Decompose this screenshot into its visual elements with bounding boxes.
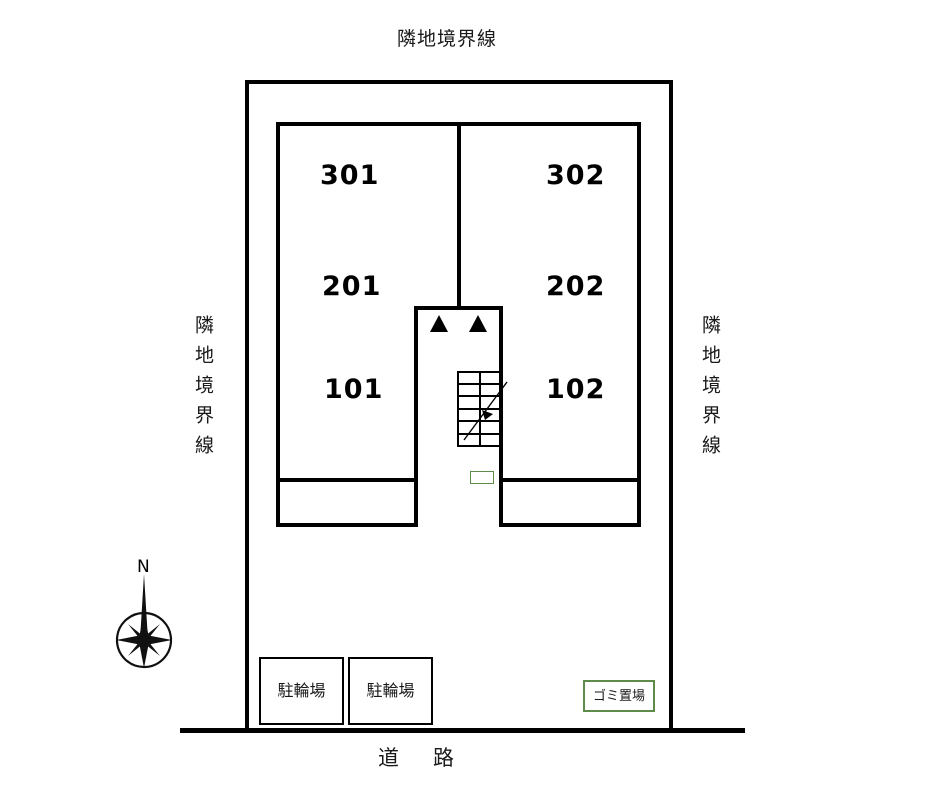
unit-102-label: 102 (546, 374, 606, 405)
right-boundary-label: 隣地境界線 (699, 315, 721, 465)
entry-arrow-right-icon (469, 315, 487, 332)
right-wing-bottom-wall (499, 523, 641, 527)
site-boundary-right (669, 80, 673, 728)
unit-101-label: 101 (324, 374, 384, 405)
right-wing-entry-divider (499, 478, 641, 482)
road-line (180, 728, 745, 733)
left-wing-left-wall (276, 122, 280, 527)
right-wing-right-wall (637, 122, 641, 527)
unit-201-label: 201 (322, 271, 382, 302)
road-label: 道路 (378, 746, 488, 770)
stair-tread (457, 383, 503, 385)
left-boundary-label: 隣地境界線 (192, 315, 214, 465)
compass-rose-icon (115, 574, 173, 669)
garbage-area: ゴミ置場 (583, 680, 655, 712)
unit-302-label: 302 (546, 160, 606, 191)
site-boundary-left (245, 80, 249, 728)
compass-north-label: N (137, 557, 150, 577)
left-wing-top-wall (276, 122, 461, 126)
site-boundary-top (245, 80, 673, 84)
bicycle-parking-2-label: 駐輪場 (366, 681, 415, 700)
unit-301-label: 301 (320, 160, 380, 191)
stair-tread (457, 420, 503, 422)
bicycle-parking-1: 駐輪場 (259, 657, 344, 725)
bicycle-parking-2: 駐輪場 (348, 657, 433, 725)
left-wing-bottom-wall (276, 523, 418, 527)
left-wing-right-wall-lower (414, 306, 418, 527)
stair-direction-arrow-icon (463, 381, 508, 441)
stair-tread (457, 408, 503, 410)
unit-202-label: 202 (546, 271, 606, 302)
meter-box (470, 471, 494, 484)
right-wing-top-wall (461, 122, 641, 126)
top-boundary-label: 隣地境界線 (397, 28, 498, 50)
left-wing-entry-divider (276, 478, 418, 482)
garbage-area-label: ゴミ置場 (592, 688, 645, 704)
entry-arrow-left-icon (430, 315, 448, 332)
stair-tread (457, 395, 503, 397)
left-wing-right-wall-upper (457, 122, 461, 308)
stair-tread (457, 433, 503, 435)
staircase (457, 371, 503, 447)
bicycle-parking-1-label: 駐輪場 (277, 681, 326, 700)
stair-shaft-top-wall (414, 306, 503, 310)
